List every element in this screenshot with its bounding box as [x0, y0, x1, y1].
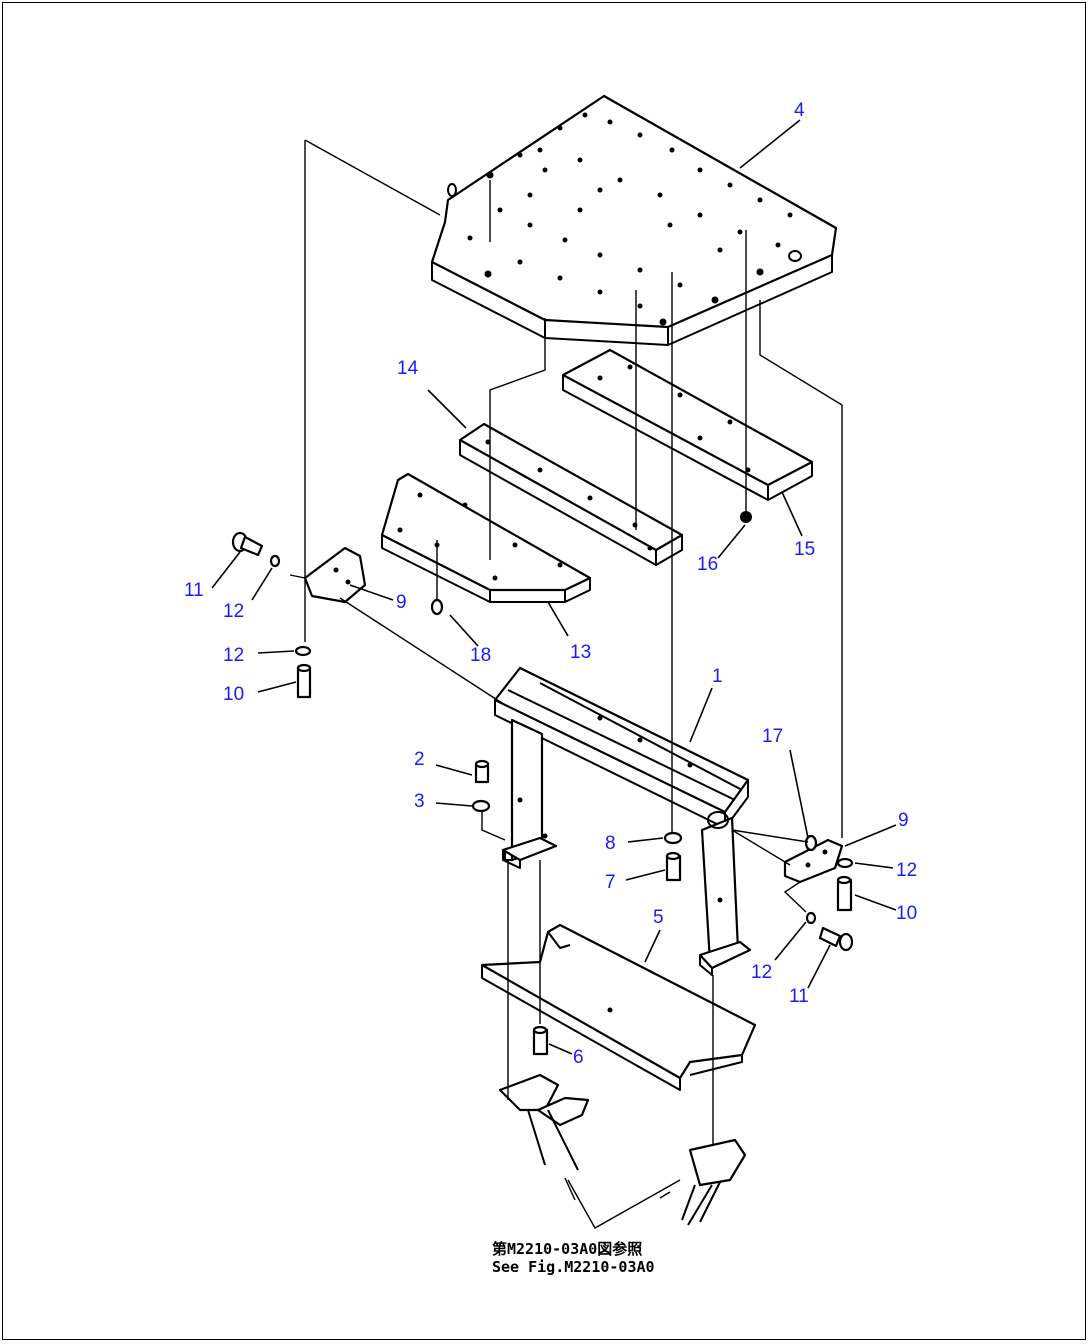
callout-1: 1 [712, 666, 723, 687]
bolt-7 [665, 851, 682, 882]
callout-8: 8 [605, 833, 616, 854]
bolt-17 [804, 834, 818, 852]
part-15-right-plate [561, 348, 814, 501]
washer-12-left-bottom [294, 645, 312, 657]
callout-18: 18 [470, 645, 491, 666]
washer-3 [471, 799, 491, 813]
bolt-11-right [818, 926, 854, 952]
callout-12-left-top: 12 [223, 601, 244, 622]
bolt-2 [474, 759, 490, 784]
nut-16 [740, 511, 752, 523]
bolt-6 [532, 1025, 549, 1056]
callout-7: 7 [605, 872, 616, 893]
part-1-step-frame [493, 666, 752, 976]
bolt-18 [430, 598, 444, 616]
callout-17: 17 [762, 726, 783, 747]
callout-12-right-top: 12 [896, 860, 917, 881]
callout-15: 15 [794, 539, 815, 560]
callout-labels: 4 14 15 16 13 18 9 11 12 12 10 1 2 3 17 … [184, 100, 917, 1068]
part-4-floor-plate [430, 94, 838, 346]
callout-5: 5 [653, 907, 664, 928]
reference-note: 第M2210-03A0図参照 See Fig.M2210-03A0 [492, 1240, 655, 1276]
washer-8 [663, 831, 683, 845]
callout-11-right: 11 [789, 986, 809, 1007]
callout-14: 14 [397, 358, 419, 379]
callout-6: 6 [573, 1047, 584, 1068]
part-13-left-plate [380, 472, 592, 603]
callout-9-left: 9 [396, 592, 407, 613]
washer-12-left-top [269, 554, 281, 568]
callout-12-right-bottom: 12 [751, 962, 772, 983]
bolt-10-left [296, 663, 312, 699]
callout-10-right: 10 [896, 903, 917, 924]
washer-12-right-bottom [805, 911, 817, 925]
part-9-left-bracket [303, 546, 367, 604]
part-14-middle-plate [458, 422, 684, 566]
part-5-bottom-step [480, 923, 757, 1091]
reference-note-jp: 第M2210-03A0図参照 [492, 1240, 642, 1258]
lower-mounting-assembly [498, 1073, 747, 1226]
part-9-right-bracket [783, 838, 844, 884]
callout-3: 3 [414, 791, 425, 812]
callout-10-left: 10 [223, 684, 244, 705]
callout-4: 4 [794, 100, 805, 121]
callout-11-left: 11 [184, 580, 204, 601]
bolt-10-right [836, 875, 853, 912]
washer-12-right-top [836, 857, 854, 869]
callout-12-left-bottom: 12 [223, 645, 244, 666]
bolt-11-left [231, 531, 264, 557]
callout-9-right: 9 [898, 810, 909, 831]
callout-13: 13 [570, 642, 591, 663]
alignment-lines [289, 139, 843, 1229]
callout-16: 16 [697, 554, 718, 575]
callout-2: 2 [414, 749, 425, 770]
leader-lines [211, 119, 897, 1055]
reference-note-en: See Fig.M2210-03A0 [492, 1258, 655, 1276]
